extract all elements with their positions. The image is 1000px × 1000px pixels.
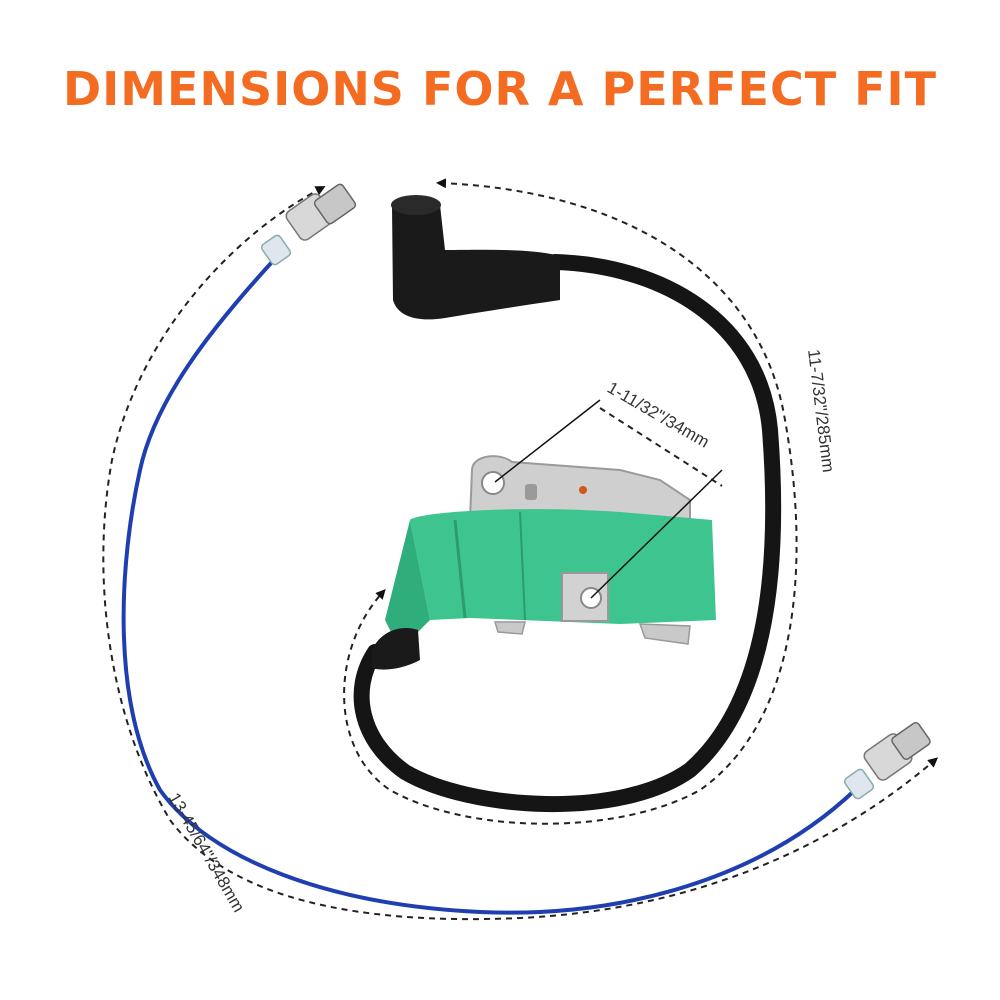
page-title: DIMENSIONS FOR A PERFECT FIT bbox=[62, 62, 938, 116]
hole-spacing-dimension-line bbox=[599, 407, 723, 487]
ground-wire bbox=[121, 260, 857, 915]
mounting-bracket bbox=[468, 455, 691, 521]
spade-terminal-top bbox=[260, 183, 357, 266]
dimension-guides bbox=[102, 178, 939, 921]
spade-terminal-bottom bbox=[843, 721, 931, 800]
ignition-coil-body bbox=[372, 509, 716, 670]
spark-lead-length-label: 11-7/32"/285mm bbox=[804, 348, 838, 473]
ground-wire-dimension-line bbox=[102, 186, 939, 921]
hole-spacing-label: 1-11/32"/34mm bbox=[604, 378, 713, 452]
hole-spacing-leaders bbox=[494, 399, 723, 599]
spark-plug-boot bbox=[391, 195, 560, 320]
mounting-hole-top bbox=[481, 471, 505, 495]
spark-plug-lead bbox=[353, 254, 782, 812]
